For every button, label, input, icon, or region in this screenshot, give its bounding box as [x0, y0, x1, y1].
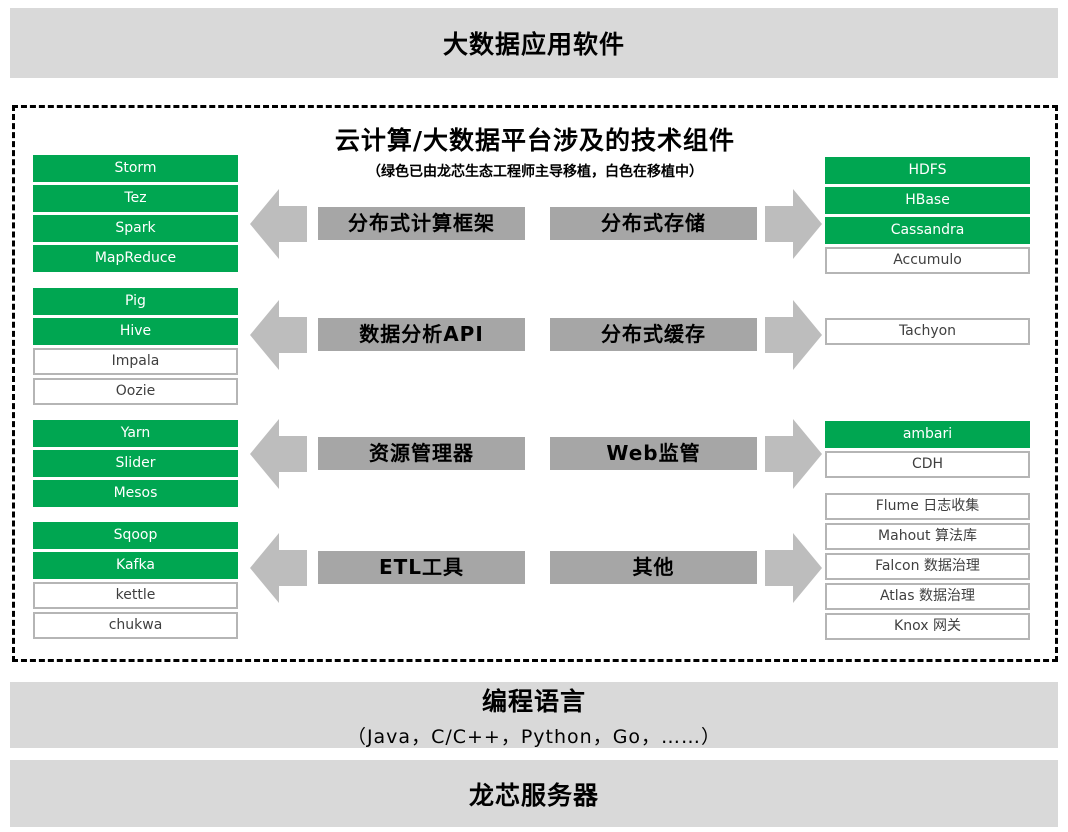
- right-component-group: Flume 日志收集 Mahout 算法库 Falcon 数据治理 Atlas 数据治…: [825, 493, 1030, 643]
- tech-components-panel: 云计算/大数据平台涉及的技术组件 （绿色已由龙芯生态工程师主导移植，白色在移植中…: [12, 105, 1058, 662]
- right-block-arrow-icon: [765, 533, 822, 603]
- left-component-box: Oozie: [33, 378, 238, 405]
- right-component-box: ambari: [825, 421, 1030, 448]
- category-left-label: 分布式计算框架: [318, 207, 525, 240]
- top-bar-title: 大数据应用软件: [442, 30, 625, 59]
- right-block-arrow-icon: [765, 419, 822, 489]
- right-component-box: Atlas 数据治理: [825, 583, 1030, 610]
- top-bar: 大数据应用软件: [10, 8, 1058, 78]
- left-component-box: Hive: [33, 318, 238, 345]
- right-component-box: Accumulo: [825, 247, 1030, 274]
- left-component-box: kettle: [33, 582, 238, 609]
- right-component-box: Mahout 算法库: [825, 523, 1030, 550]
- server-bar: 龙芯服务器: [10, 760, 1058, 827]
- right-component-box: Flume 日志收集: [825, 493, 1030, 520]
- category-right-label: 分布式缓存: [550, 318, 757, 351]
- left-component-box: chukwa: [33, 612, 238, 639]
- category-right-label: 分布式存储: [550, 207, 757, 240]
- category-left-label: 资源管理器: [318, 437, 525, 470]
- language-bar: 编程语言 （Java，C/C++，Python，Go，……）: [10, 682, 1058, 748]
- left-component-box: Tez: [33, 185, 238, 212]
- left-component-box: MapReduce: [33, 245, 238, 272]
- right-component-box: CDH: [825, 451, 1030, 478]
- left-component-box: Sqoop: [33, 522, 238, 549]
- server-bar-title: 龙芯服务器: [468, 780, 599, 810]
- right-component-box: Cassandra: [825, 217, 1030, 244]
- left-block-arrow-icon: [250, 533, 307, 603]
- right-component-box: HBase: [825, 187, 1030, 214]
- right-component-box: Knox 网关: [825, 613, 1030, 640]
- category-left-label: ETL工具: [318, 551, 525, 584]
- right-block-arrow-icon: [765, 189, 822, 259]
- language-bar-title: 编程语言: [481, 686, 586, 716]
- category-right-label: 其他: [550, 551, 757, 584]
- panel-title: 云计算/大数据平台涉及的技术组件: [334, 126, 736, 155]
- left-component-box: Storm: [33, 155, 238, 182]
- left-component-box: Slider: [33, 450, 238, 477]
- left-component-box: Kafka: [33, 552, 238, 579]
- left-component-box: Impala: [33, 348, 238, 375]
- right-component-box: Falcon 数据治理: [825, 553, 1030, 580]
- panel-subtitle: （绿色已由龙芯生态工程师主导移植，白色在移植中）: [367, 164, 703, 180]
- left-block-arrow-icon: [250, 189, 307, 259]
- right-block-arrow-icon: [765, 300, 822, 370]
- left-component-box: Yarn: [33, 420, 238, 447]
- right-component-group: Tachyon: [825, 318, 1030, 348]
- language-bar-subtitle: （Java，C/C++，Python，Go，……）: [346, 725, 722, 748]
- category-left-label: 数据分析API: [318, 318, 525, 351]
- category-right-label: Web监管: [550, 437, 757, 470]
- left-component-box: Mesos: [33, 480, 238, 507]
- right-component-box: HDFS: [825, 157, 1030, 184]
- left-block-arrow-icon: [250, 419, 307, 489]
- left-component-box: Pig: [33, 288, 238, 315]
- right-component-box: Tachyon: [825, 318, 1030, 345]
- left-block-arrow-icon: [250, 300, 307, 370]
- left-component-box: Spark: [33, 215, 238, 242]
